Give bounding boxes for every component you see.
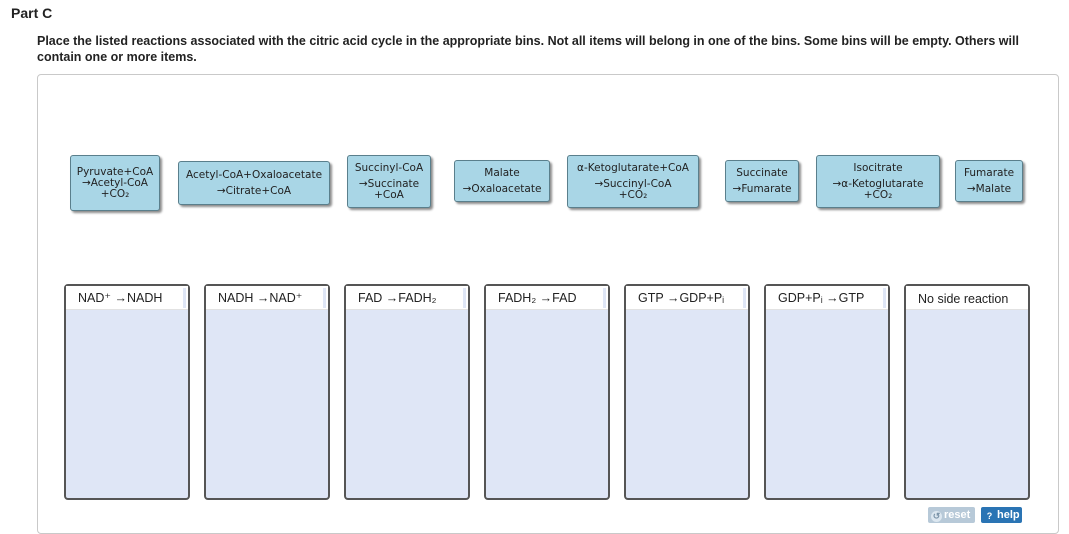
tile-line: →Fumarate	[732, 182, 792, 195]
help-button[interactable]: ? help	[981, 507, 1022, 523]
tile-succinyl-coa-to-succinate[interactable]: Succinyl-CoA →Succinate +CoA	[347, 155, 431, 208]
tile-line: →Malate	[966, 182, 1012, 195]
reset-button-label: reset	[944, 509, 971, 521]
bin-label: FAD →FADH₂	[346, 286, 468, 310]
tile-line: Succinate	[736, 166, 788, 179]
bin-label-text: GDP+Pᵢ →GTP	[778, 291, 865, 305]
tile-isocitrate-to-alpha-ketoglutarate[interactable]: Isocitrate →α-Ketoglutarate +CO₂	[816, 155, 940, 208]
bin-label: GDP+Pᵢ →GTP	[766, 286, 888, 310]
bin-fadh2-to-fad[interactable]: FADH₂ →FAD	[484, 284, 610, 500]
bin-nadh-to-nad[interactable]: NADH →NAD⁺	[204, 284, 330, 500]
bin-label-text: NAD⁺ →NADH	[78, 291, 163, 305]
tile-line: →Succinate	[358, 177, 420, 190]
bin-gtp-to-gdp[interactable]: GTP →GDP+Pᵢ	[624, 284, 750, 500]
part-title: Part C	[11, 5, 53, 21]
tile-line: +CO₂	[863, 188, 893, 201]
bin-label: No side reaction	[906, 286, 1028, 310]
bin-label-text: GTP →GDP+Pᵢ	[638, 291, 725, 305]
bin-fad-to-fadh2[interactable]: FAD →FADH₂	[344, 284, 470, 500]
bin-nad-to-nadh[interactable]: NAD⁺ →NADH	[64, 284, 190, 500]
tile-line: →Acetyl-CoA	[81, 176, 148, 189]
help-button-label: help	[997, 509, 1020, 521]
help-icon: ?	[986, 511, 993, 521]
tile-line: +CoA	[374, 188, 404, 201]
tile-line: Pyruvate+CoA	[76, 165, 154, 178]
tile-line: →Succinyl-CoA	[594, 177, 672, 190]
tile-succinate-to-fumarate[interactable]: Succinate →Fumarate	[725, 160, 799, 202]
tile-line: Acetyl-CoA+Oxaloacetate	[185, 168, 323, 181]
bin-label-text: FADH₂ →FAD	[498, 291, 577, 305]
bin-label-text: No side reaction	[918, 292, 1009, 306]
tile-fumarate-to-malate[interactable]: Fumarate →Malate	[955, 160, 1023, 202]
tile-line: Isocitrate	[853, 161, 903, 174]
bin-label: NADH →NAD⁺	[206, 286, 328, 310]
bin-label-text: FAD →FADH₂	[358, 291, 437, 305]
tile-line: →Oxaloacetate	[462, 182, 542, 195]
bin-label: NAD⁺ →NADH	[66, 286, 188, 310]
tile-line: α-Ketoglutarate+CoA	[577, 161, 689, 174]
tile-alpha-ketoglutarate-to-succinyl-coa[interactable]: α-Ketoglutarate+CoA →Succinyl-CoA +CO₂	[567, 155, 699, 208]
instructions-text: Place the listed reactions associated wi…	[37, 34, 1019, 64]
tile-acetyl-coa-to-citrate[interactable]: Acetyl-CoA+Oxaloacetate →Citrate+CoA	[178, 161, 330, 205]
bin-label-text: NADH →NAD⁺	[218, 291, 303, 305]
tile-line: →α-Ketoglutarate	[832, 177, 924, 190]
bin-label: GTP →GDP+Pᵢ	[626, 286, 748, 310]
tile-line: +CO₂	[100, 187, 130, 200]
reset-button[interactable]: ↺reset	[928, 507, 975, 523]
tile-line: Succinyl-CoA	[354, 161, 424, 174]
tile-line: Fumarate	[963, 166, 1015, 179]
bin-label: FADH₂ →FAD	[486, 286, 608, 310]
tile-line: +CO₂	[618, 188, 648, 201]
tile-line: Malate	[484, 166, 520, 179]
bin-no-side-reaction[interactable]: No side reaction	[904, 284, 1030, 500]
tile-line: →Citrate+CoA	[216, 184, 292, 197]
bin-gdp-to-gtp[interactable]: GDP+Pᵢ →GTP	[764, 284, 890, 500]
tile-pyruvate-to-acetyl-coa[interactable]: Pyruvate+CoA →Acetyl-CoA +CO₂	[70, 155, 160, 211]
tile-malate-to-oxaloacetate[interactable]: Malate →Oxaloacetate	[454, 160, 550, 202]
reset-icon: ↺	[931, 511, 942, 522]
